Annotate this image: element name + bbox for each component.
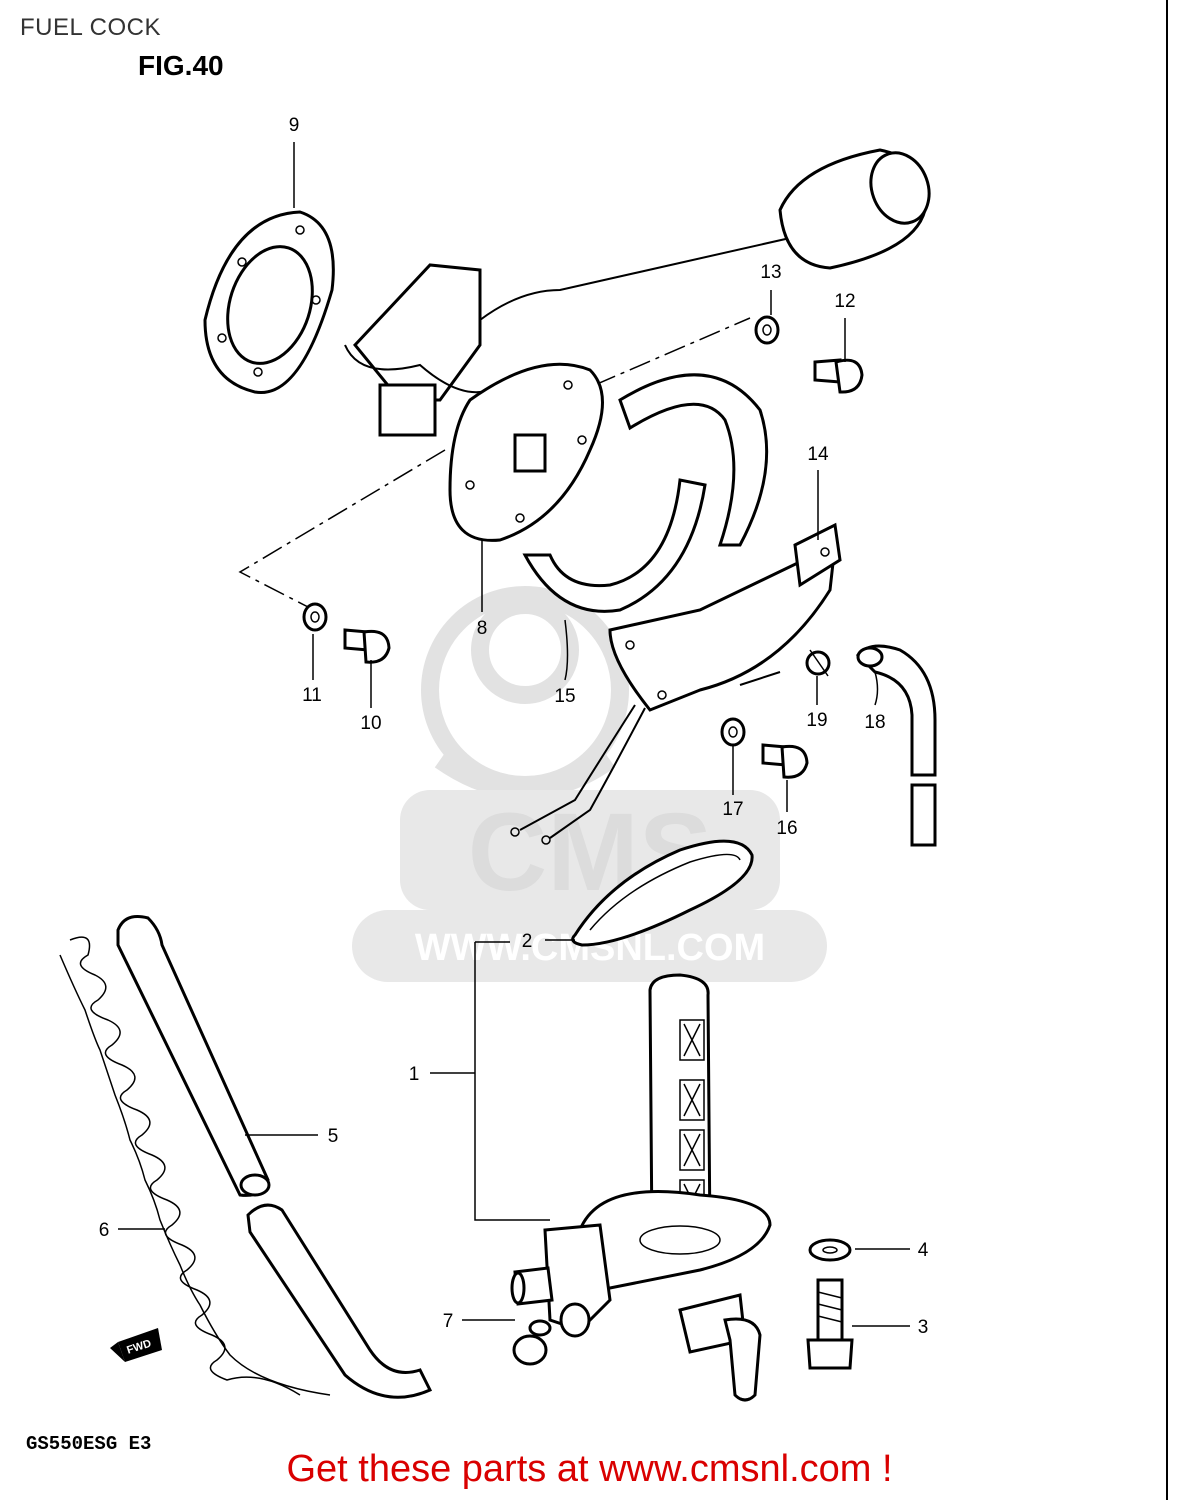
callout-7: 7 xyxy=(443,1311,454,1332)
part-4-washer xyxy=(808,1238,852,1262)
callout-4: 4 xyxy=(918,1240,929,1261)
callout-leader-lines xyxy=(118,142,910,1327)
part-15-curved-hose xyxy=(522,373,769,613)
sender-wires xyxy=(510,704,646,845)
callout-2: 2 xyxy=(522,931,533,952)
part-18-hose xyxy=(855,644,937,847)
part-9-gasket xyxy=(203,210,335,395)
part-6-spring xyxy=(59,936,331,1396)
get-parts-link[interactable]: Get these parts at www.cmsnl.com ! xyxy=(286,1448,893,1490)
part-11-washer xyxy=(302,602,328,632)
callout-10: 10 xyxy=(360,713,381,734)
callout-6: 6 xyxy=(99,1220,110,1241)
callout-numbers: 9 13 12 14 8 11 10 15 19 18 17 16 2 1 5 … xyxy=(99,115,929,1338)
callout-12: 12 xyxy=(834,291,855,312)
part-1-fuel-cock xyxy=(510,973,772,1402)
part-5-hose xyxy=(116,915,433,1399)
callout-19: 19 xyxy=(806,710,827,731)
part-14-bracket xyxy=(608,522,842,712)
callout-5: 5 xyxy=(328,1126,339,1147)
callout-8: 8 xyxy=(477,618,488,639)
figure-label: FIG.40 xyxy=(138,50,224,81)
callout-1: 1 xyxy=(409,1064,420,1085)
part-3-bolt xyxy=(806,1278,854,1370)
part-19-clip xyxy=(805,649,831,677)
part-7-clip xyxy=(512,1319,552,1366)
model-code: GS550ESG E3 xyxy=(26,1433,152,1455)
forward-direction-badge: FWD xyxy=(110,1328,162,1362)
callout-15: 15 xyxy=(554,686,575,707)
assembly-leader-lines xyxy=(238,317,751,609)
part-10-screw xyxy=(343,628,391,664)
callout-13: 13 xyxy=(760,262,781,283)
callout-9: 9 xyxy=(289,115,300,136)
callout-17: 17 xyxy=(722,799,743,820)
part-12-screw xyxy=(813,358,864,394)
callout-16: 16 xyxy=(776,818,797,839)
callout-3: 3 xyxy=(918,1317,929,1338)
part-16-screw xyxy=(761,743,809,779)
fuel-level-sender xyxy=(344,148,931,437)
part-2-oring xyxy=(571,839,754,947)
page-title: FUEL COCK xyxy=(20,14,161,41)
part-8-plate xyxy=(448,362,604,542)
part-13-washer xyxy=(754,315,780,345)
part-17-washer xyxy=(720,717,746,747)
callout-11: 11 xyxy=(302,685,322,706)
callout-18: 18 xyxy=(864,712,885,733)
callout-14: 14 xyxy=(807,444,829,465)
watermark-logo: CMS WWW.CMSNL.COM xyxy=(352,586,827,982)
